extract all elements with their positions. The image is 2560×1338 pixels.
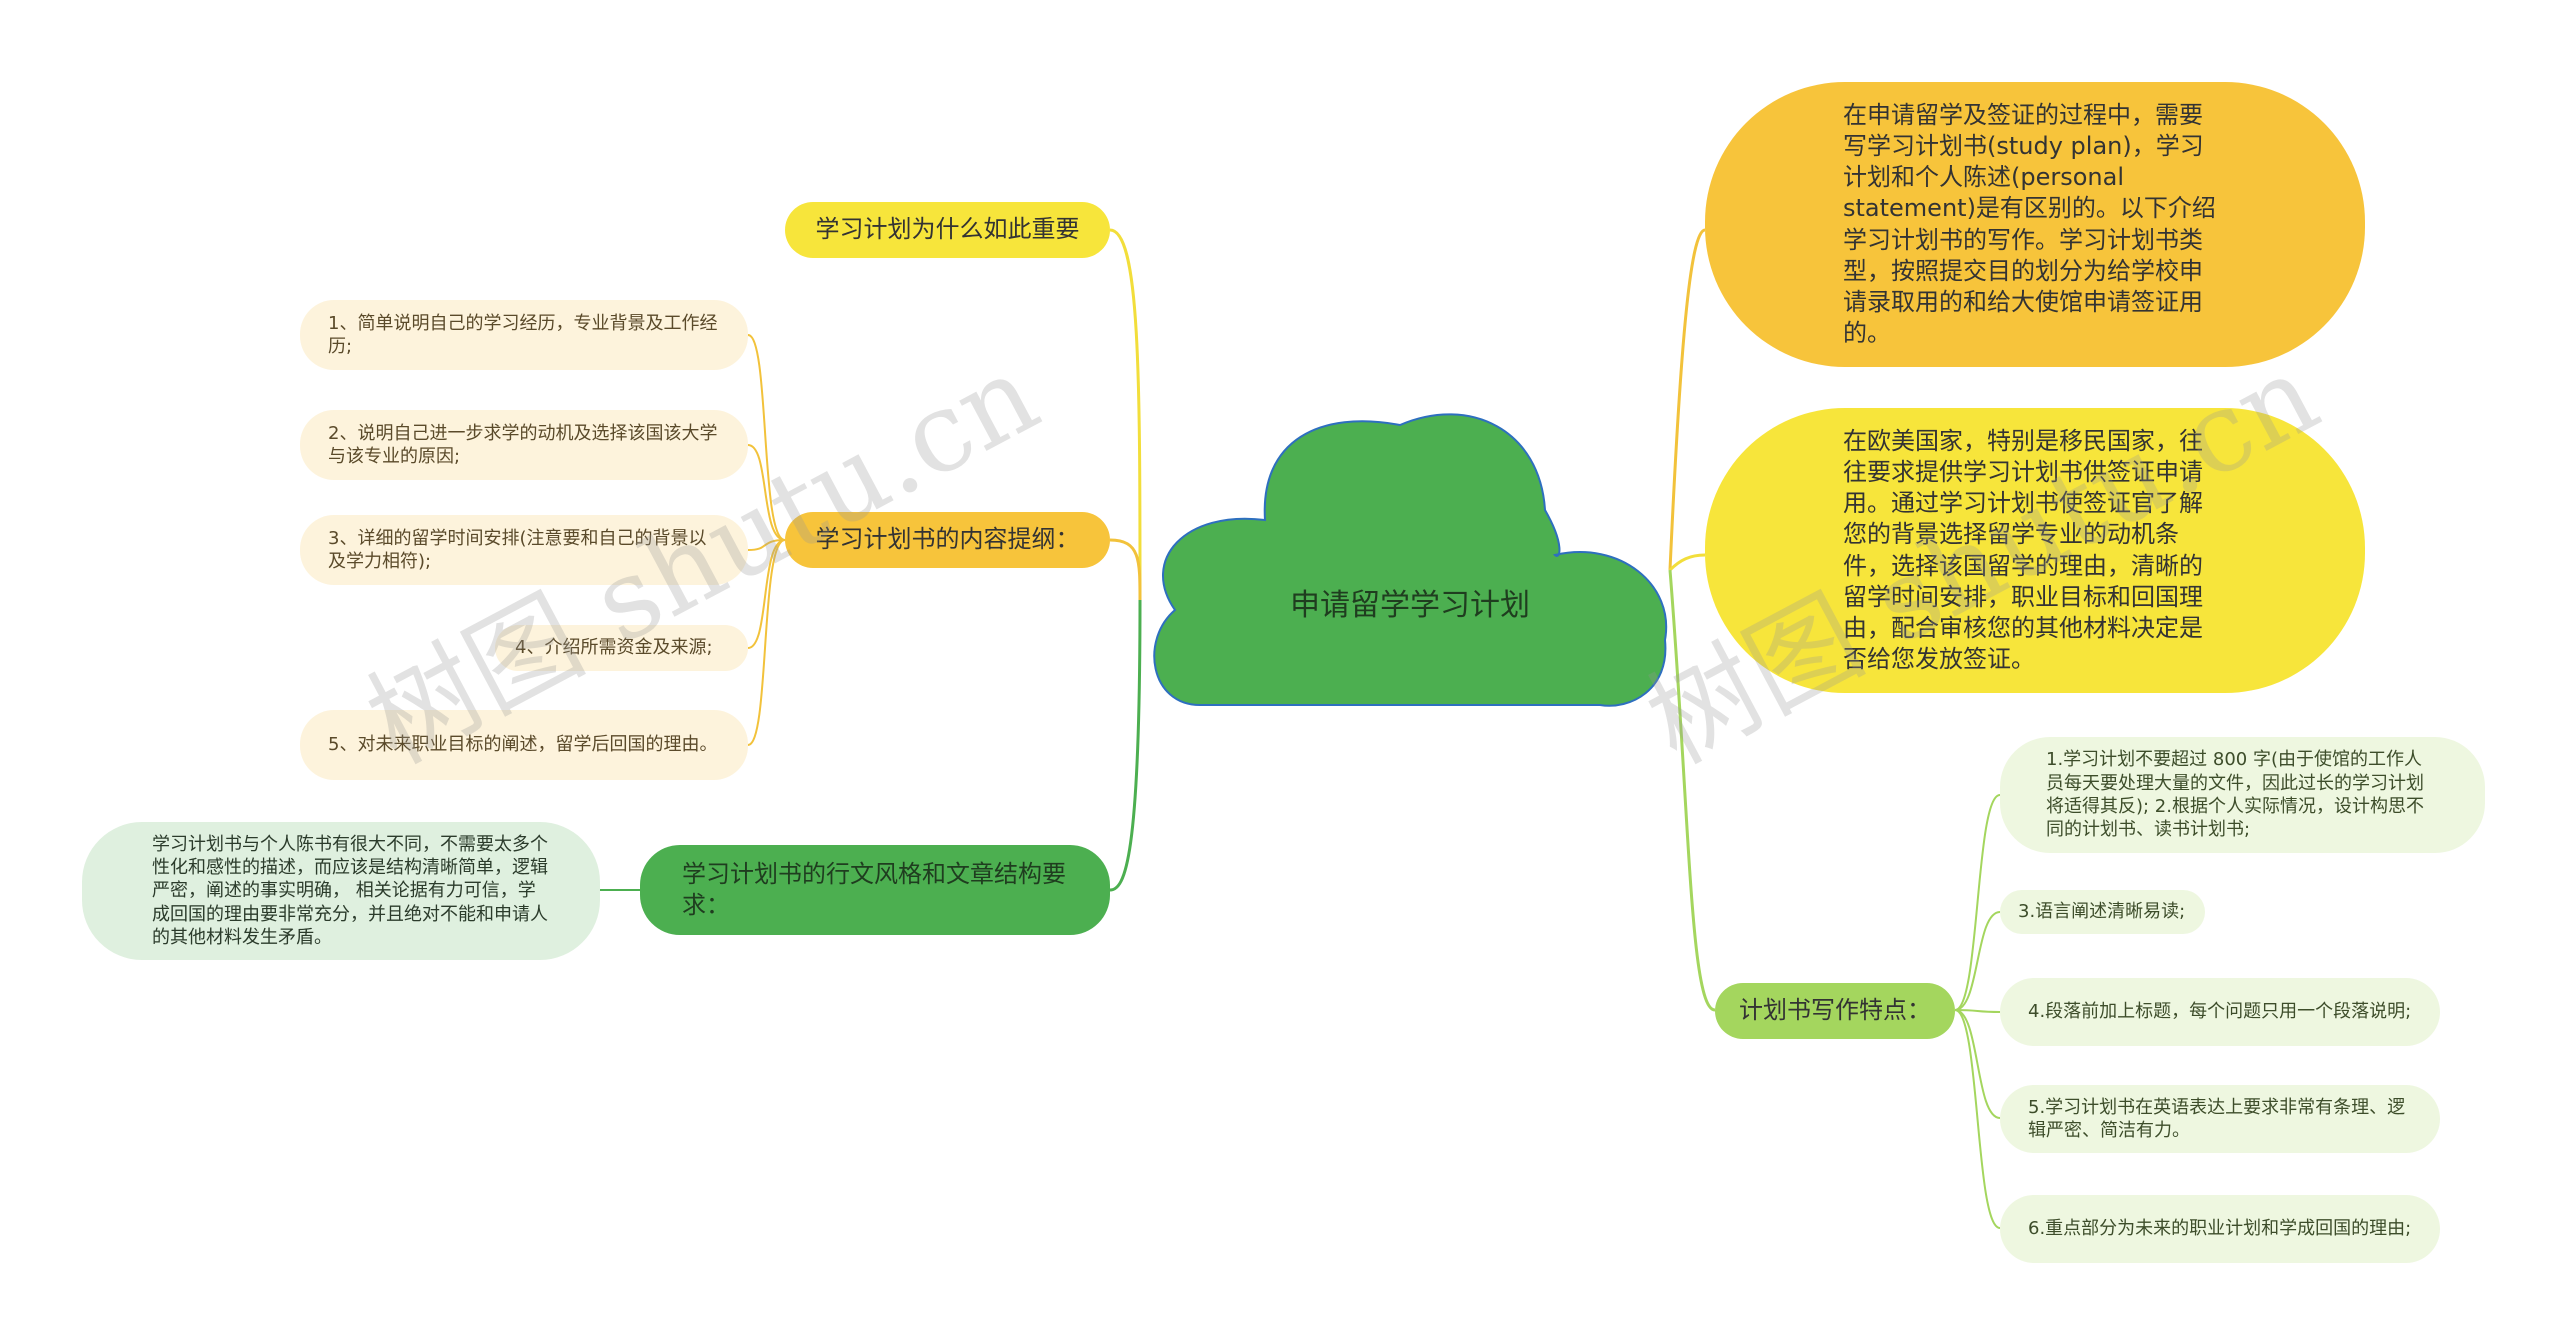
feature-item-4[interactable]: 5.学习计划书在英语表达上要求非常有条理、逻辑严密、简洁有力。	[2000, 1085, 2440, 1153]
feature-item-5[interactable]: 6.重点部分为未来的职业计划和学成回国的理由;	[2000, 1195, 2440, 1263]
outline-item-4[interactable]: 4、介绍所需资金及来源;	[495, 625, 748, 671]
outline-item-4-text: 4、介绍所需资金及来源;	[515, 637, 713, 659]
feature-item-3-text: 4.段落前加上标题，每个问题只用一个段落说明;	[2028, 1001, 2412, 1023]
connector-outline-1	[747, 334, 786, 541]
connector-outline-2	[747, 444, 786, 541]
outline-item-3[interactable]: 3、详细的留学时间安排(注意要和自己的背景以及学力相符);	[300, 515, 748, 585]
branch-content-outline[interactable]: 学习计划书的内容提纲：	[785, 512, 1110, 568]
connector-left-why	[1109, 228, 1142, 601]
feature-item-1[interactable]: 1.学习计划不要超过 800 字(由于使馆的工作人员每天要处理大量的文件，因此过…	[2000, 737, 2485, 853]
connector-feature-2	[1954, 911, 2001, 1011]
writing-style-detail-text: 学习计划书与个人陈书有很大不同，不需要太多个性化和感性的描述，而应该是结构清晰简…	[152, 833, 548, 949]
connector-outline-4	[747, 539, 786, 649]
connector-right-intro	[1668, 228, 1706, 571]
branch-writing-style-label: 学习计划书的行文风格和文章结构要求：	[682, 859, 1066, 919]
connector-feature-1	[1954, 794, 2001, 1011]
connector-outline-5	[747, 539, 786, 746]
branch-visa-paragraph-text: 在欧美国家，特别是移民国家，往往要求提供学习计划书供签证申请用。通过学习计划书使…	[1843, 426, 2203, 674]
connector-feature-3	[1954, 1009, 2001, 1013]
outline-item-3-text: 3、详细的留学时间安排(注意要和自己的背景以及学力相符);	[328, 527, 707, 572]
branch-writing-features[interactable]: 计划书写作特点：	[1715, 983, 1955, 1039]
outline-item-5[interactable]: 5、对未来职业目标的阐述，留学后回国的理由。	[300, 710, 748, 780]
feature-item-3[interactable]: 4.段落前加上标题，每个问题只用一个段落说明;	[2000, 978, 2440, 1046]
connector-right-visa	[1668, 553, 1706, 572]
branch-writing-features-label: 计划书写作特点：	[1739, 996, 1931, 1025]
central-cloud-shape	[1153, 413, 1668, 707]
branch-content-outline-label: 学习计划书的内容提纲：	[815, 525, 1080, 554]
branch-why-important[interactable]: 学习计划为什么如此重要	[785, 202, 1110, 258]
outline-item-5-text: 5、对未来职业目标的阐述，留学后回国的理由。	[328, 734, 718, 756]
feature-item-2[interactable]: 3.语言阐述清晰易读;	[2000, 890, 2205, 934]
branch-intro-paragraph[interactable]: 在申请留学及签证的过程中，需要写学习计划书(study plan)，学习计划和个…	[1705, 82, 2365, 367]
branch-visa-paragraph[interactable]: 在欧美国家，特别是移民国家，往往要求提供学习计划书供签证申请用。通过学习计划书使…	[1705, 408, 2365, 693]
outline-item-2-text: 2、说明自己进一步求学的动机及选择该国该大学与该专业的原因;	[328, 422, 718, 467]
outline-item-2[interactable]: 2、说明自己进一步求学的动机及选择该国该大学与该专业的原因;	[300, 410, 748, 480]
branch-why-important-label: 学习计划为什么如此重要	[815, 215, 1080, 244]
central-topic[interactable]: 申请留学学习计划	[1180, 575, 1640, 635]
outline-item-1[interactable]: 1、简单说明自己的学习经历，专业背景及工作经历;	[300, 300, 748, 370]
writing-style-detail[interactable]: 学习计划书与个人陈书有很大不同，不需要太多个性化和感性的描述，而应该是结构清晰简…	[82, 822, 600, 960]
connector-right-features	[1668, 569, 1716, 1012]
connector-left-style	[1109, 599, 1142, 892]
feature-item-1-text: 1.学习计划不要超过 800 字(由于使馆的工作人员每天要处理大量的文件，因此过…	[2046, 749, 2424, 841]
feature-item-4-text: 5.学习计划书在英语表达上要求非常有条理、逻辑严密、简洁有力。	[2028, 1096, 2406, 1141]
outline-item-1-text: 1、简单说明自己的学习经历，专业背景及工作经历;	[328, 312, 718, 357]
branch-writing-style[interactable]: 学习计划书的行文风格和文章结构要求：	[640, 845, 1110, 935]
connector-left-outline	[1109, 538, 1142, 601]
branch-intro-paragraph-text: 在申请留学及签证的过程中，需要写学习计划书(study plan)，学习计划和个…	[1843, 100, 2216, 348]
connector-feature-4	[1954, 1009, 2001, 1119]
feature-item-2-text: 3.语言阐述清晰易读;	[2018, 901, 2186, 923]
feature-item-5-text: 6.重点部分为未来的职业计划和学成回国的理由;	[2028, 1218, 2412, 1240]
connector-feature-5	[1954, 1009, 2001, 1229]
central-topic-label: 申请留学学习计划	[1290, 587, 1530, 623]
connector-outline-3	[747, 539, 786, 551]
